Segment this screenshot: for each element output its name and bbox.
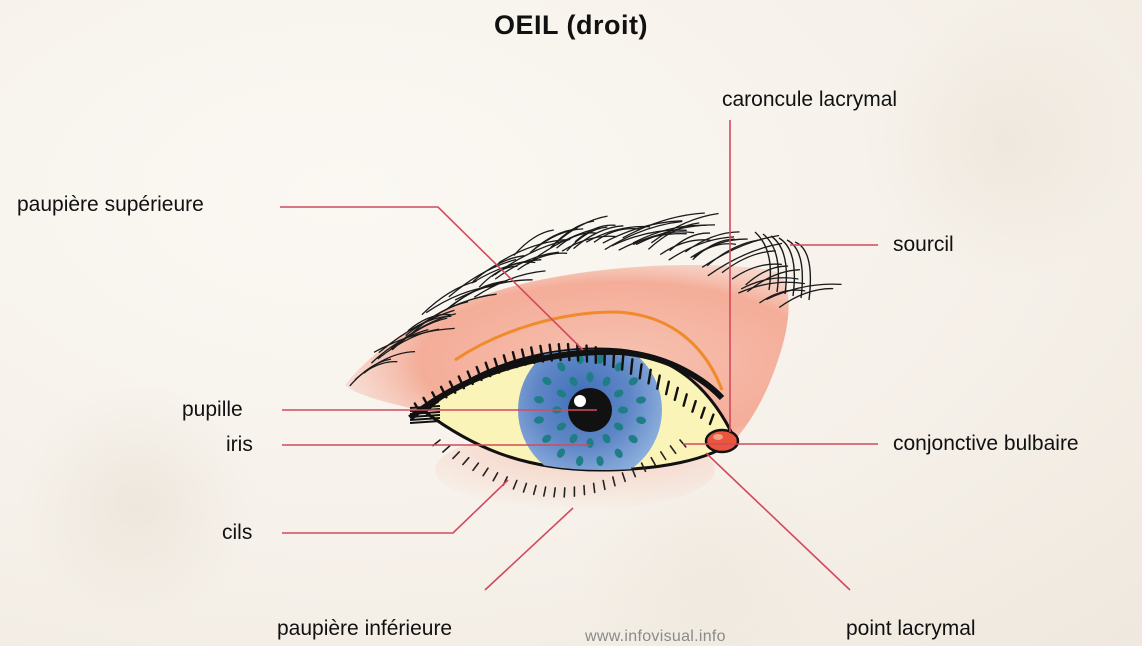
upper-lash — [577, 345, 578, 361]
watermark: www.infovisual.info — [585, 628, 726, 646]
iris-spot — [586, 372, 593, 382]
label-sourcil: sourcil — [893, 233, 954, 257]
eyebrow-hair — [495, 252, 559, 279]
label-caroncule: caroncule lacrymal — [722, 88, 897, 112]
label-pupille: pupille — [182, 398, 243, 422]
leader-paupiere-inferieure — [485, 508, 573, 590]
eyebrow-hair — [693, 239, 735, 260]
caruncle — [706, 430, 738, 452]
upper-lash — [613, 352, 614, 367]
label-iris: iris — [226, 433, 253, 457]
pupil-highlight — [574, 395, 586, 407]
diagram-title: OEIL (droit) — [0, 10, 1142, 41]
label-paupiere-superieure: paupière supérieure — [17, 193, 204, 217]
upper-lash — [568, 344, 569, 360]
upper-lash — [410, 421, 440, 423]
label-paupiere-inferieure: paupière inférieure — [277, 617, 452, 641]
eyebrow-hair — [660, 240, 710, 255]
label-conjonctive: conjonctive bulbaire — [893, 432, 1079, 456]
lower-lash — [584, 486, 585, 495]
eyebrow-hair — [495, 239, 571, 274]
upper-lash — [622, 355, 623, 370]
lower-lash — [443, 446, 450, 452]
iris-spot — [618, 406, 628, 413]
label-point-lacrymal: point lacrymal — [846, 617, 976, 641]
upper-lash — [587, 346, 588, 362]
iris-spot — [586, 438, 593, 448]
eyebrow-hair — [605, 222, 682, 250]
lower-lash — [594, 483, 595, 492]
leader-point-lacrymal — [706, 453, 850, 590]
lower-lash — [564, 488, 565, 497]
upper-lash — [631, 359, 633, 374]
label-cils: cils — [222, 521, 252, 545]
